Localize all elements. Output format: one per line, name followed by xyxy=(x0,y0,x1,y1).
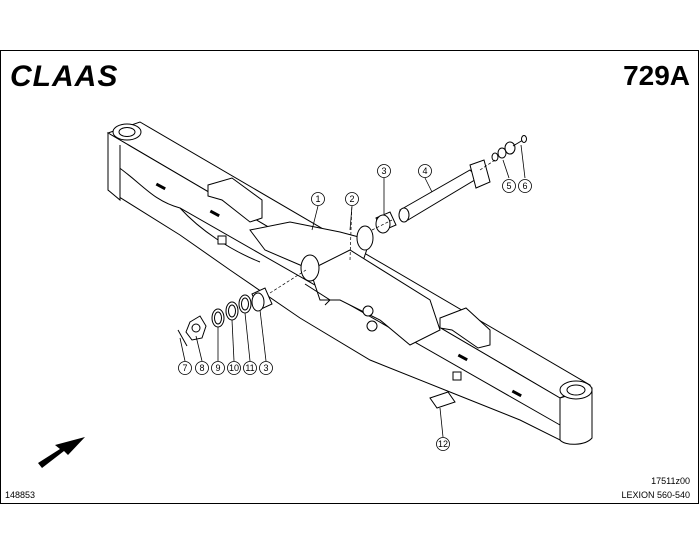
callout-8: 8 xyxy=(195,361,209,375)
callout-7: 7 xyxy=(178,361,192,375)
reference-code: 17511z00 xyxy=(651,476,690,486)
callout-11: 11 xyxy=(243,361,257,375)
name-plate xyxy=(429,391,456,409)
callout-label: 6 xyxy=(522,181,527,191)
brand-logo: CLAAS xyxy=(10,60,119,93)
leader-lines xyxy=(179,144,526,438)
document-number: 148853 xyxy=(5,490,36,500)
callout-label: 4 xyxy=(422,166,427,176)
callout-label: 7 xyxy=(182,363,187,373)
callout-1: 1 xyxy=(311,192,325,206)
callout-2: 2 xyxy=(345,192,359,206)
washer-bolt-set xyxy=(491,135,527,162)
callout-5: 5 xyxy=(502,179,516,193)
callout-label: 2 xyxy=(349,194,354,204)
callout-label: 3 xyxy=(381,166,386,176)
callout-10: 10 xyxy=(227,361,241,375)
callout-4: 4 xyxy=(418,164,432,178)
page-code: 729A xyxy=(623,60,690,91)
callout-label: 10 xyxy=(229,363,239,373)
callout-6: 6 xyxy=(518,179,532,193)
callout-3-lower: 3 xyxy=(259,361,273,375)
callout-label: 1 xyxy=(315,194,320,204)
callout-label: 9 xyxy=(215,363,220,373)
drawing-frame xyxy=(0,50,699,504)
callout-12: 12 xyxy=(436,437,450,451)
model-name: LEXION 560-540 xyxy=(621,490,690,500)
direction-arrow-icon xyxy=(38,437,85,468)
callout-3-upper: 3 xyxy=(377,164,391,178)
callout-label: 5 xyxy=(506,181,511,191)
callout-9: 9 xyxy=(211,361,225,375)
callout-label: 8 xyxy=(199,363,204,373)
callout-label: 3 xyxy=(263,363,268,373)
pivot-bracket xyxy=(249,221,441,346)
pivot-pin xyxy=(375,159,491,234)
callout-label: 11 xyxy=(245,363,254,373)
callout-label: 12 xyxy=(438,439,448,449)
exploded-fasteners xyxy=(177,287,273,347)
